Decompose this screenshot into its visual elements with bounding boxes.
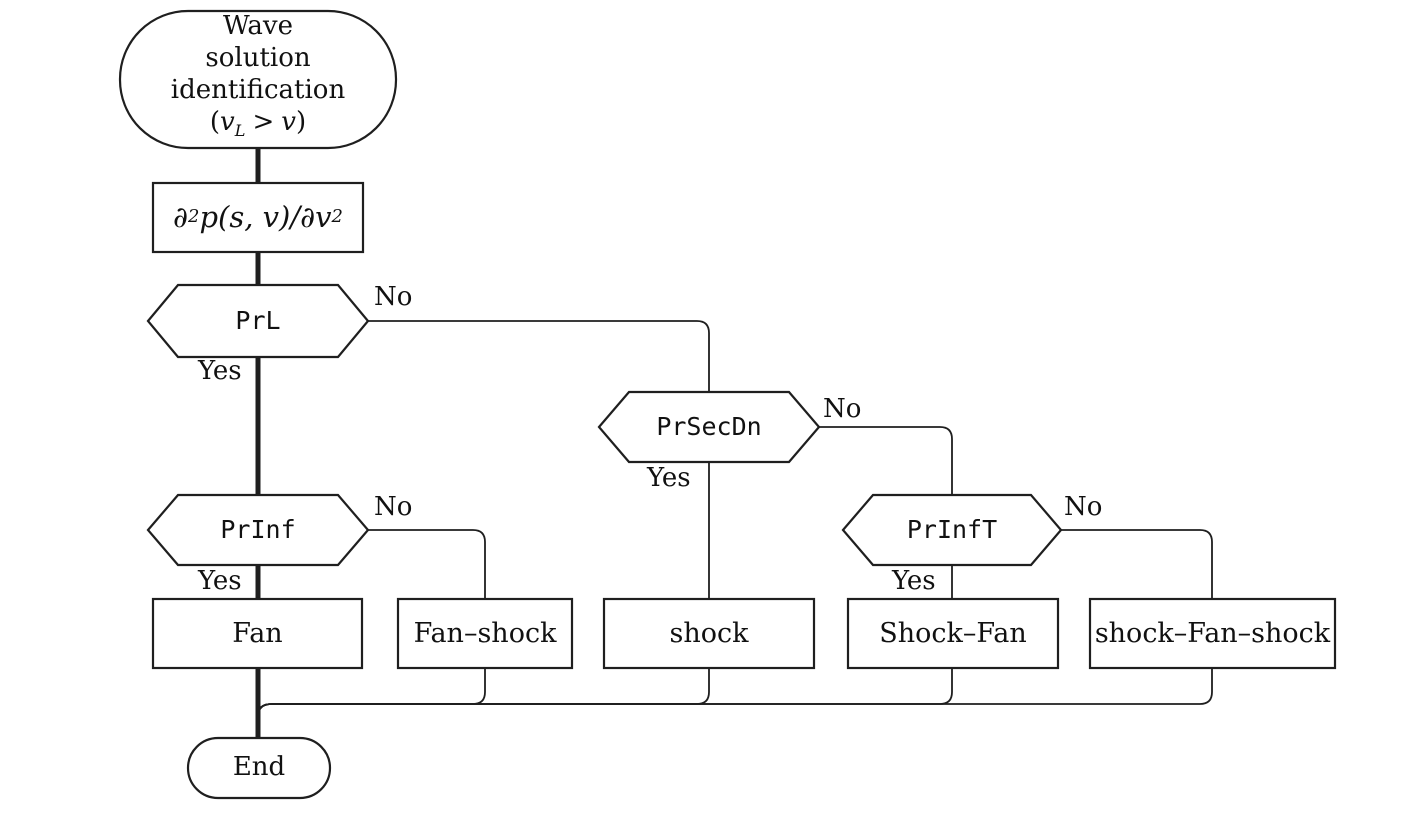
outcome-shock-label: shock	[669, 617, 749, 649]
decision-prinf-label: PrInf	[220, 514, 296, 544]
edge-fanshock-end	[257, 668, 486, 717]
prsecdn-no-label: No	[823, 394, 862, 424]
start-label: Wave solution identification (vL>v)	[120, 11, 396, 145]
end-terminator	[186, 736, 332, 800]
decision-prl-label: PrL	[235, 305, 281, 335]
prinft-yes-label: Yes	[892, 566, 936, 596]
start-line-3: identification	[170, 75, 346, 106]
decision-prinft	[841, 493, 1063, 567]
start-line-1: Wave	[222, 11, 294, 42]
prinf-yes-label: Yes	[198, 566, 242, 596]
outcome-fanshock-label: Fan–shock	[413, 617, 557, 649]
start-math-line: (vL>v)	[209, 107, 307, 141]
outcome-shock-box	[602, 597, 816, 670]
edge-prinft-no	[1061, 529, 1213, 599]
edge-prinf-no	[368, 529, 486, 599]
prinft-no-label: No	[1064, 492, 1103, 522]
edge-shock-end	[257, 668, 710, 717]
decision-prl	[146, 283, 370, 359]
start-terminator	[118, 9, 398, 150]
edge-prl-no	[368, 320, 710, 392]
process-box	[151, 181, 365, 254]
decision-prsecdn-label: PrSecDn	[656, 411, 762, 441]
edge-shockfan-end	[257, 668, 953, 717]
decision-prinf	[146, 493, 370, 567]
end-label: End	[232, 752, 286, 783]
prsecdn-yes-label: Yes	[647, 463, 691, 493]
prinf-no-label: No	[374, 492, 413, 522]
start-line-2: solution	[205, 43, 311, 74]
outcome-fanshock-box	[396, 597, 574, 670]
edge-prsecdn-no	[819, 426, 953, 495]
edge-shockfanshock-end	[257, 668, 1213, 717]
decision-prsecdn	[597, 390, 821, 464]
outcome-shockfan-label: Shock–Fan	[879, 617, 1027, 649]
prl-yes-label: Yes	[198, 356, 242, 386]
prl-no-label: No	[374, 282, 413, 312]
outcome-fan-label: Fan	[232, 617, 283, 649]
outcome-shockfan-box	[846, 597, 1060, 670]
outcome-fan-box	[151, 597, 364, 670]
decision-prinft-label: PrInfT	[906, 514, 998, 544]
outcome-shockfanshock-label: shock–Fan–shock	[1094, 617, 1331, 649]
outcome-shockfanshock-box	[1088, 597, 1337, 670]
